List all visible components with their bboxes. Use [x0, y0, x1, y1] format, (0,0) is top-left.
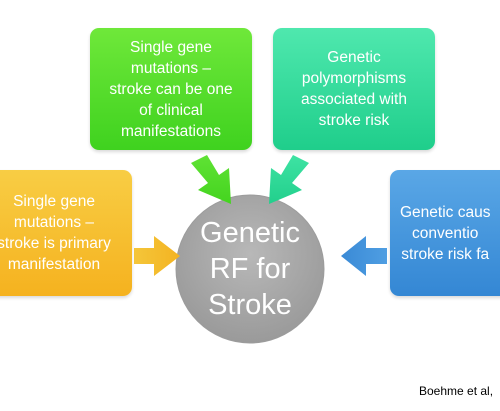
box-clinical-manifestations-text: Single gene mutations – stroke can be on… — [109, 38, 233, 140]
arrow-top-right — [269, 155, 309, 204]
box-primary-manifestation-text: Single gene mutations – stroke is primar… — [0, 193, 111, 273]
box-clinical-manifestations: Single gene mutations – stroke can be on… — [90, 28, 252, 150]
center-circle — [175, 194, 325, 344]
box-conventional-risk-factors: Genetic caus conventio stroke risk fa — [390, 170, 500, 296]
box-genetic-polymorphisms-text: Genetic polymorphisms associated with st… — [301, 49, 407, 129]
arrow-left — [134, 236, 180, 276]
arrow-top-left — [191, 155, 231, 204]
arrow-right — [341, 236, 387, 276]
box-primary-manifestation: Single gene mutations – stroke is primar… — [0, 170, 132, 296]
box-conventional-risk-factors-text: Genetic caus conventio stroke risk fa — [400, 203, 491, 263]
citation: Boehme et al, — [419, 384, 494, 398]
center-label: Genetic RF for Stroke — [200, 217, 300, 321]
box-genetic-polymorphisms: Genetic polymorphisms associated with st… — [273, 28, 435, 150]
